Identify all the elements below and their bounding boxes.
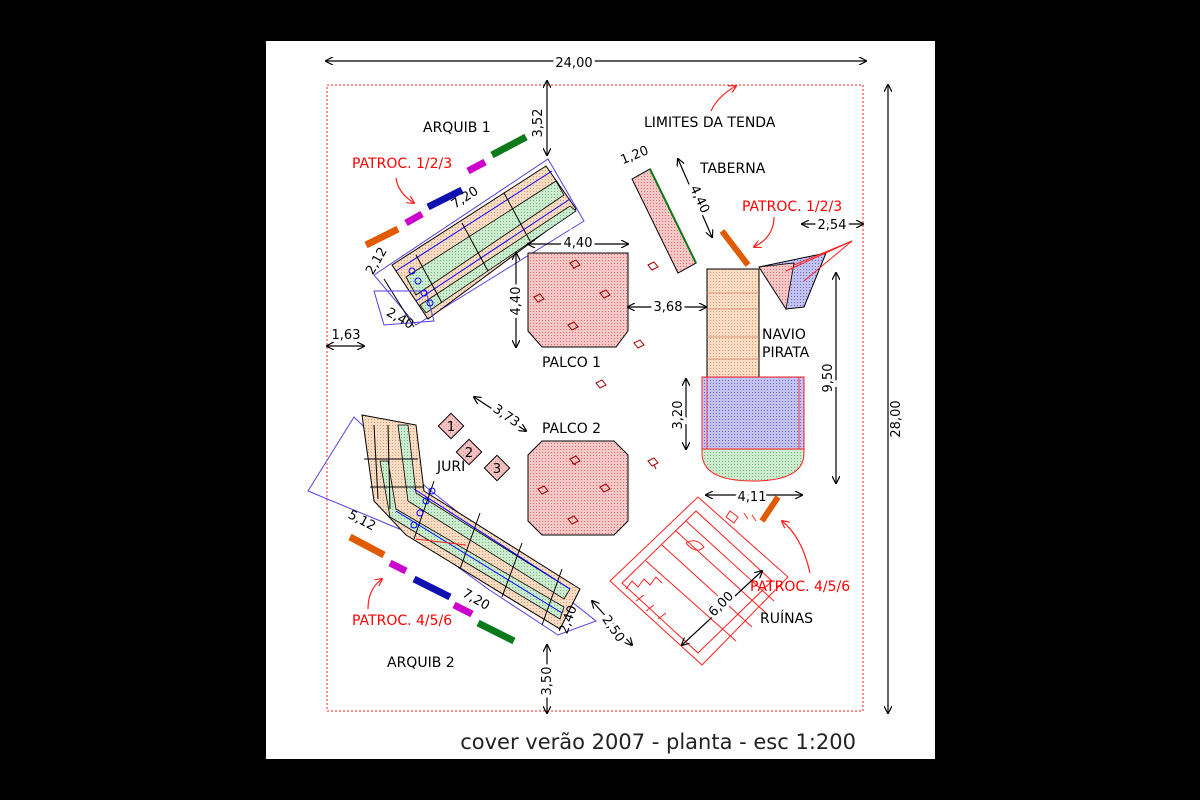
taberna-sponsor-bar — [719, 229, 751, 267]
arquib1-depth-label: 2,12 — [363, 245, 390, 278]
svg-text:2: 2 — [465, 446, 473, 461]
palco2-stage — [527, 440, 629, 536]
arquib2-stand — [307, 414, 598, 636]
total-width-dimension: 24,00 — [326, 53, 866, 74]
palco2-props — [537, 455, 611, 525]
palco1-label: PALCO 1 — [542, 355, 601, 371]
taberna-sponsors-label: PATROC. 1/2/3 — [742, 199, 842, 215]
arquib2-sponsors-label: PATROC. 4/5/6 — [352, 613, 452, 629]
taberna-label: TABERNA — [699, 161, 766, 177]
arquib2-bottom-dimension: 3,50 — [537, 645, 558, 713]
ruinas-sponsors-label: PATROC. 4/5/6 — [750, 579, 850, 595]
taberna-width-label: 1,20 — [618, 143, 650, 168]
ruinas-top-dimension: 4,11 — [706, 487, 802, 508]
ruinas-length-dimension: 6,00 — [682, 571, 762, 645]
juri-seats: 1 2 3 — [437, 412, 511, 482]
palco1-stage — [527, 252, 629, 348]
pirate-ship — [701, 240, 853, 482]
plan-caption: cover verão 2007 - planta - esc 1:200 — [460, 730, 856, 754]
juri-label: JURI — [436, 459, 465, 475]
navio-label: NAVIO — [762, 327, 806, 343]
arquib2-depth-label: 5,12 — [345, 507, 378, 534]
svg-text:6,00: 6,00 — [706, 589, 737, 620]
ruinas-sponsor-bar — [759, 495, 781, 523]
arquib1-stand — [373, 158, 585, 328]
ship-prop — [647, 457, 659, 470]
svg-text:3,50: 3,50 — [540, 667, 555, 696]
palco2-label: PALCO 2 — [542, 421, 601, 437]
taberna-sponsors-pointer — [754, 216, 775, 247]
left-gap-dimension: 1,63 — [327, 328, 364, 346]
ship-length-dimension: 9,50 — [818, 273, 836, 483]
taberna-counter — [631, 168, 697, 274]
svg-text:1,63: 1,63 — [332, 328, 361, 343]
palco1-left-dimension: 4,40 — [506, 253, 527, 347]
svg-text:3: 3 — [493, 462, 501, 477]
total-width-label: 24,00 — [555, 56, 592, 71]
taberna-length-dimension — [678, 159, 712, 237]
svg-text:3,20: 3,20 — [671, 401, 686, 430]
total-height-label: 28,00 — [889, 400, 904, 437]
arquib1-top-dimension: 3,52 — [531, 81, 547, 155]
ship-gap-dimension: 3,20 — [668, 379, 686, 449]
plan-sheet: 24,00 28,00 LIMITES DA TENDA ARQUIB 1 3,… — [266, 41, 935, 759]
taberna-length-label: 4,40 — [686, 183, 712, 216]
right-gap-dimension: 2,54 — [802, 215, 863, 236]
floor-plan: 24,00 28,00 LIMITES DA TENDA ARQUIB 1 3,… — [307, 53, 904, 754]
svg-text:3,73: 3,73 — [490, 402, 522, 431]
svg-text:4,40: 4,40 — [509, 287, 524, 316]
svg-text:3,68: 3,68 — [654, 300, 683, 315]
arquib1-sponsor-bars — [364, 133, 528, 249]
svg-text:4,11: 4,11 — [738, 490, 767, 505]
palco1-props — [533, 259, 659, 389]
svg-text:1: 1 — [447, 420, 455, 435]
svg-text:3,52: 3,52 — [531, 109, 546, 138]
tent-limits-pointer — [710, 86, 736, 112]
tent-limits-label: LIMITES DA TENDA — [644, 115, 776, 131]
tent-limits-outline — [326, 84, 864, 712]
palco1-top-dimension: 4,40 — [528, 233, 628, 254]
svg-text:4,40: 4,40 — [564, 236, 593, 251]
ruinas-sponsors-pointer — [782, 521, 811, 574]
arquib1-length-label: 7,20 — [449, 184, 481, 212]
arquib1-width-label: 2,40 — [383, 305, 416, 332]
arquib1-sponsors-label: PATROC. 1/2/3 — [352, 156, 452, 172]
total-height-dimension: 28,00 — [888, 85, 904, 713]
arquib2-sponsors-pointer — [367, 579, 382, 610]
arquib1-sponsors-pointer — [395, 177, 414, 203]
arquib2-diagonal-dimension: 2,50 — [592, 601, 632, 648]
palco-ship-gap-dimension: 3,68 — [628, 297, 706, 318]
arquib1-label: ARQUIB 1 — [423, 120, 491, 136]
svg-text:2,50: 2,50 — [598, 613, 627, 645]
arquib2-sponsor-bars — [348, 533, 516, 645]
ruinas-label: RUÍNAS — [760, 610, 813, 627]
palco2-diagonal-dimension: 3,73 — [474, 397, 526, 434]
svg-text:9,50: 9,50 — [821, 364, 836, 393]
arquib2-label: ARQUIB 2 — [387, 655, 455, 671]
pirata-label: PIRATA — [762, 345, 810, 361]
svg-text:2,54: 2,54 — [818, 218, 847, 233]
